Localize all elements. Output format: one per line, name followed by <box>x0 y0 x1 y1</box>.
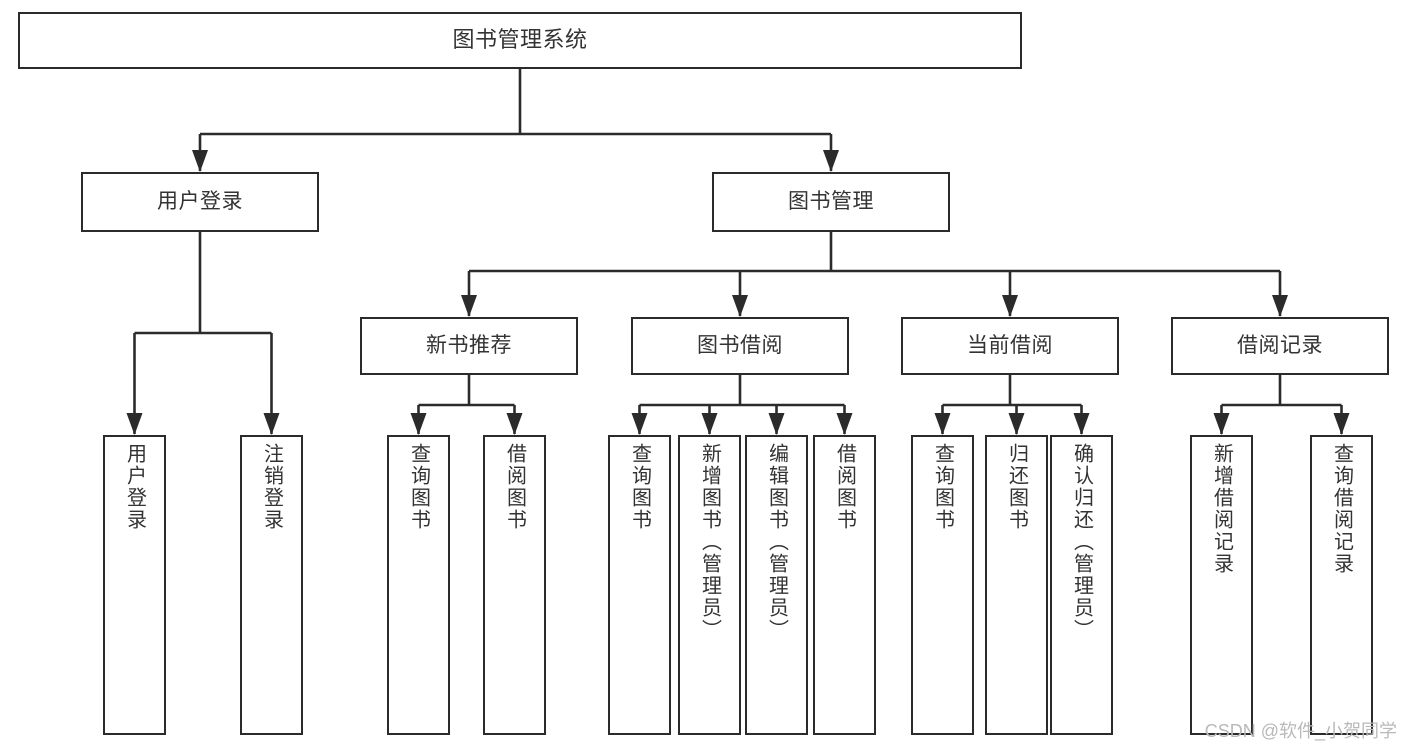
node-borrow-record-label: 借阅记录 <box>1237 334 1323 358</box>
node-leaf-user-logout-label: 注销登录 <box>260 443 283 531</box>
node-leaf-add-record-label: 新增借阅记录 <box>1210 443 1233 575</box>
node-leaf-query-record-label: 查询借阅记录 <box>1330 443 1353 575</box>
node-root-label: 图书管理系统 <box>452 27 588 53</box>
node-current-borrow[interactable]: 当前借阅 <box>901 317 1119 375</box>
node-leaf-user-login[interactable]: 用户登录 <box>103 435 166 735</box>
node-leaf-borrow-book-1-label: 借阅图书 <box>503 443 526 531</box>
node-leaf-query-book-2-label: 查询图书 <box>628 443 651 531</box>
csdn-watermark: CSDN @软件_小贺同学 <box>1204 721 1397 741</box>
node-leaf-add-record[interactable]: 新增借阅记录 <box>1190 435 1253 735</box>
node-book-borrow[interactable]: 图书借阅 <box>631 317 849 375</box>
node-user-login-label: 用户登录 <box>157 190 243 214</box>
node-leaf-user-logout[interactable]: 注销登录 <box>240 435 303 735</box>
node-borrow-record[interactable]: 借阅记录 <box>1171 317 1389 375</box>
node-leaf-query-book-3[interactable]: 查询图书 <box>911 435 974 735</box>
node-leaf-return-book[interactable]: 归还图书 <box>985 435 1048 735</box>
node-root[interactable]: 图书管理系统 <box>18 12 1022 69</box>
node-leaf-query-book-1-label: 查询图书 <box>407 443 430 531</box>
node-book-manage-label: 图书管理 <box>788 190 874 214</box>
node-current-borrow-label: 当前借阅 <box>967 334 1053 358</box>
node-leaf-query-book-2[interactable]: 查询图书 <box>608 435 671 735</box>
node-leaf-edit-book[interactable]: 编辑图书（管理员） <box>745 435 808 735</box>
node-leaf-query-book-3-label: 查询图书 <box>931 443 954 531</box>
node-book-manage[interactable]: 图书管理 <box>712 172 950 232</box>
node-leaf-borrow-book-2[interactable]: 借阅图书 <box>813 435 876 735</box>
node-book-borrow-label: 图书借阅 <box>697 334 783 358</box>
node-leaf-user-login-label: 用户登录 <box>123 443 146 531</box>
node-leaf-return-book-label: 归还图书 <box>1005 443 1028 531</box>
node-new-book-rec[interactable]: 新书推荐 <box>360 317 578 375</box>
node-leaf-add-book-label: 新增图书（管理员） <box>698 443 721 641</box>
node-leaf-borrow-book-2-label: 借阅图书 <box>833 443 856 531</box>
node-leaf-edit-book-label: 编辑图书（管理员） <box>765 443 788 641</box>
node-leaf-query-record[interactable]: 查询借阅记录 <box>1310 435 1373 735</box>
node-leaf-add-book[interactable]: 新增图书（管理员） <box>678 435 741 735</box>
node-leaf-confirm-return[interactable]: 确认归还（管理员） <box>1050 435 1113 735</box>
node-leaf-borrow-book-1[interactable]: 借阅图书 <box>483 435 546 735</box>
node-leaf-query-book-1[interactable]: 查询图书 <box>387 435 450 735</box>
node-user-login[interactable]: 用户登录 <box>81 172 319 232</box>
node-leaf-confirm-return-label: 确认归还（管理员） <box>1070 443 1093 641</box>
node-new-book-rec-label: 新书推荐 <box>426 334 512 358</box>
